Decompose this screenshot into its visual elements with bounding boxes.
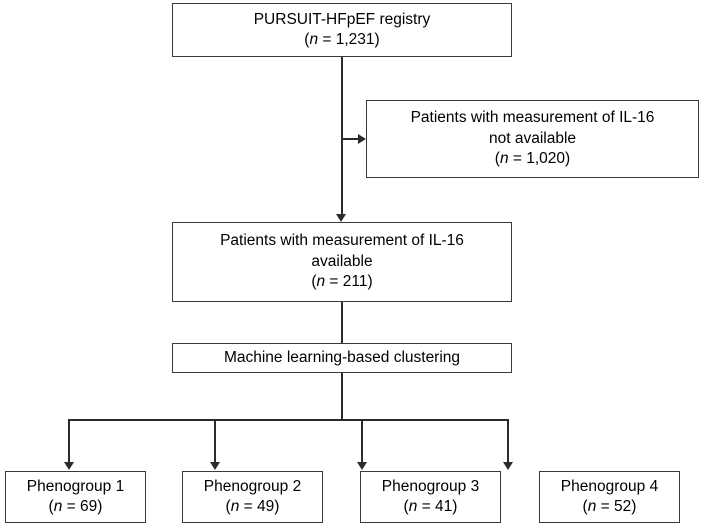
node-phenogroup-4: Phenogroup 4 (n = 52): [539, 471, 680, 523]
arrowhead-into-phenogroup-4: [502, 462, 513, 470]
node-excluded-line1: Patients with measurement of IL-16: [410, 109, 655, 127]
node-clustering: Machine learning-based clustering: [172, 343, 512, 373]
n-value: 41: [435, 498, 453, 515]
arrowhead-into-phenogroup-1: [63, 462, 74, 470]
node-included-line1: Patients with measurement of IL-16: [220, 232, 464, 250]
connector-bus-to-phenogroup-1: [68, 419, 70, 466]
arrowhead-into-excluded: [358, 134, 366, 144]
node-registry-count: (n = 1,231): [304, 31, 380, 48]
node-registry-label: PURSUIT-HFpEF registry: [253, 10, 431, 28]
connector-distribution-bus: [68, 419, 508, 421]
node-phenogroup-2-label: Phenogroup 2: [203, 477, 302, 495]
node-phenogroup-1-count: (n = 69): [48, 498, 103, 515]
n-symbol: n: [587, 498, 597, 515]
n-symbol: n: [309, 31, 319, 48]
n-value: 52: [614, 498, 632, 515]
arrowhead-into-phenogroup-2: [209, 462, 220, 470]
connector-registry-to-included: [341, 57, 343, 218]
n-symbol: n: [230, 498, 240, 515]
n-value: 69: [80, 498, 98, 515]
n-value: 1,020: [526, 150, 566, 168]
node-phenogroup-4-count: (n = 52): [582, 498, 637, 515]
node-phenogroup-1-label: Phenogroup 1: [26, 477, 125, 495]
node-phenogroup-4-label: Phenogroup 4: [560, 477, 659, 495]
node-phenogroup-3-count: (n = 41): [403, 498, 458, 515]
connector-bus-to-phenogroup-4: [507, 419, 509, 466]
node-excluded-line2: not available: [488, 129, 577, 147]
node-phenogroup-2-count: (n = 49): [225, 498, 280, 515]
connector-included-to-clustering: [341, 302, 343, 343]
connector-clustering-to-bus: [341, 373, 343, 420]
node-included: Patients with measurement of IL-16 avail…: [172, 222, 512, 302]
node-phenogroup-3: Phenogroup 3 (n = 41): [360, 471, 501, 523]
node-phenogroup-3-label: Phenogroup 3: [381, 477, 480, 495]
connector-bus-to-phenogroup-2: [214, 419, 216, 466]
n-value: 49: [257, 498, 275, 515]
node-phenogroup-2: Phenogroup 2 (n = 49): [182, 471, 323, 523]
node-clustering-label: Machine learning-based clustering: [223, 348, 461, 366]
arrowhead-into-phenogroup-3: [356, 462, 367, 470]
n-symbol: n: [316, 273, 326, 291]
node-registry: PURSUIT-HFpEF registry (n = 1,231): [172, 3, 512, 57]
arrowhead-into-included: [336, 214, 346, 222]
node-excluded: Patients with measurement of IL-16 not a…: [366, 100, 699, 178]
n-symbol: n: [499, 150, 509, 168]
connector-bus-to-phenogroup-3: [361, 419, 363, 466]
n-symbol: n: [53, 498, 63, 515]
node-excluded-count: (n = 1,020): [494, 150, 571, 168]
n-value: 211: [342, 273, 368, 291]
node-included-count: (n = 211): [311, 273, 373, 291]
n-symbol: n: [408, 498, 418, 515]
node-included-line2: available: [311, 252, 373, 270]
n-value: 1,231: [335, 31, 375, 48]
node-phenogroup-1: Phenogroup 1 (n = 69): [5, 471, 146, 523]
connector-to-excluded: [341, 138, 360, 140]
